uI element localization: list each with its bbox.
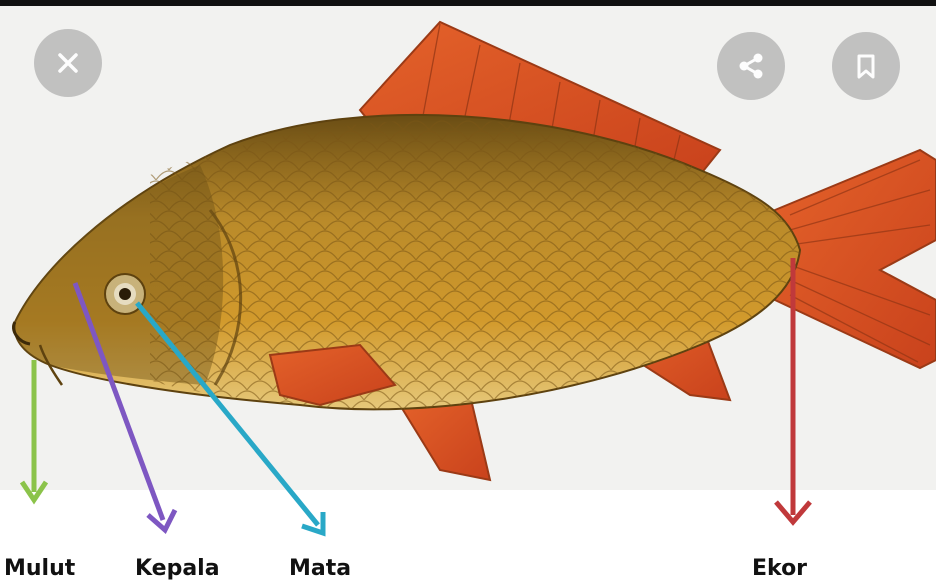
bookmark-button[interactable] [832,32,900,100]
label-ekor: Ekor [752,556,807,581]
label-kepala: Kepala [135,556,220,581]
close-icon [51,46,85,80]
label-mata: Mata [289,556,351,581]
bookmark-icon [849,49,883,83]
share-icon [734,49,768,83]
share-button[interactable] [717,32,785,100]
close-button[interactable] [34,29,102,97]
top-bar [0,0,936,6]
label-mulut: Mulut [4,556,75,581]
carp-illustration [0,0,936,490]
fish-photo [0,0,936,490]
